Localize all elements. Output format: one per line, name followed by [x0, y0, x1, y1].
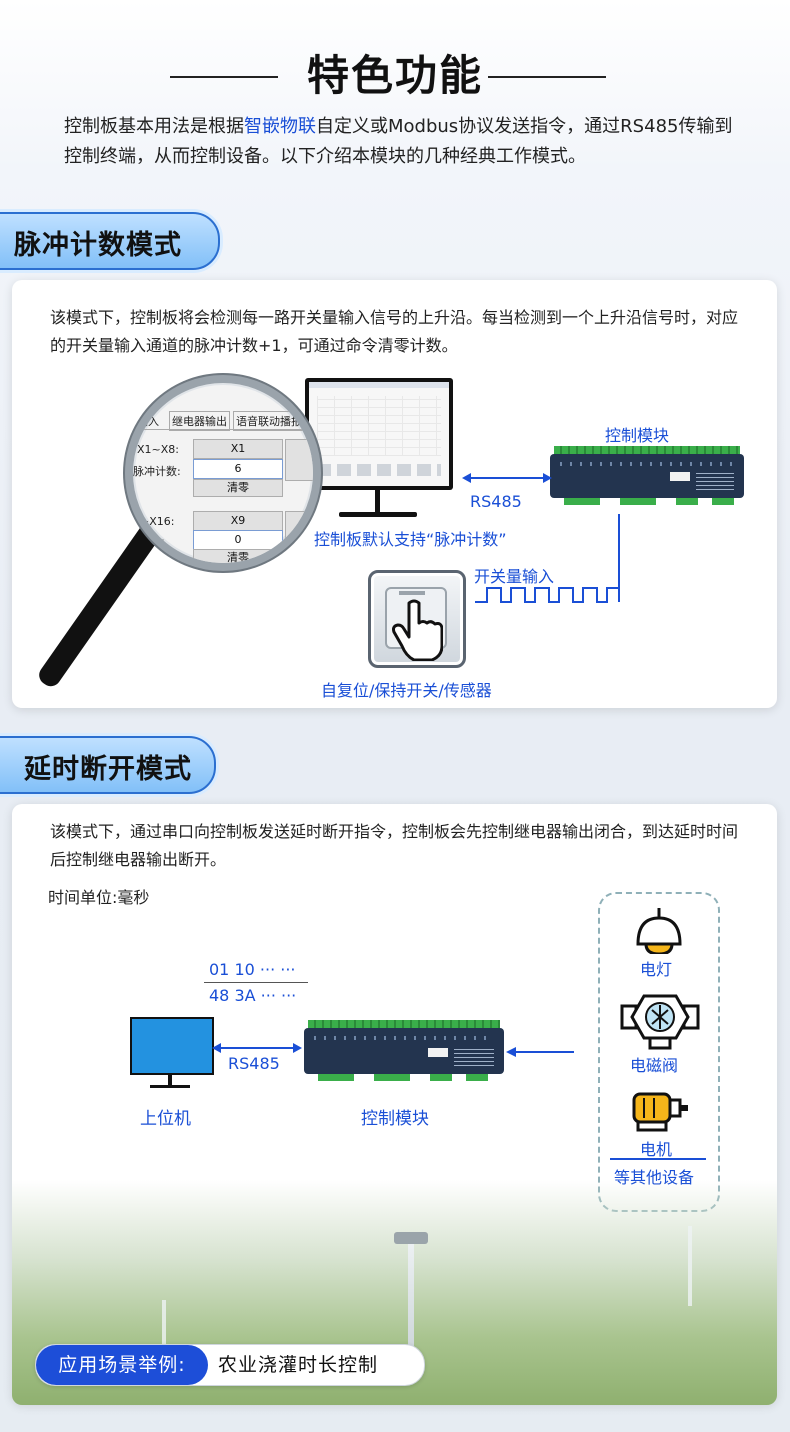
delay-rs485-arrow [212, 1043, 302, 1053]
intro-text: 控制板基本用法是根据智嵌物联自定义或Modbus协议发送指令，通过RS485传输… [64, 112, 744, 172]
command-line-1: 01 10 ··· ··· [209, 960, 296, 979]
delay-module-label: 控制模块 [361, 1109, 429, 1129]
intro-post: 自定义或Modbus协议发送指令，通过RS485传输到控制终端，从而控制设备。以… [64, 116, 733, 167]
pulse-mode-card: 该模式下，控制板将会检测每一路开关量输入信号的上升沿。每当检测到一个上升沿信号时… [12, 280, 777, 708]
switch-icon [368, 570, 466, 668]
motor-icon [632, 1092, 688, 1132]
pulse-support-label: 控制板默认支持“脉冲计数” [314, 530, 507, 549]
delay-mode-pill: 延时断开模式 [0, 736, 216, 794]
tab-voice[interactable]: 语音联动播报 [233, 411, 305, 431]
row1-count-label: 脉冲计数: [133, 465, 181, 478]
row1-channel-button[interactable]: X1 [193, 439, 283, 459]
switch-label: 自复位/保持开关/传感器 [321, 681, 492, 700]
device-motor-label: 电机 [640, 1140, 673, 1159]
monitor-stand [375, 490, 380, 514]
row2-count-label: 计数: [139, 535, 165, 548]
command-line-2: 48 3A ··· ··· [209, 986, 297, 1005]
magnifier-lens: 输入 继电器输出 语音联动播报 X1~X8: X1 脉冲计数: 6 清零 9~X… [125, 375, 321, 571]
switch-input-label: 开关量输入 [474, 567, 555, 586]
device-valve-label: 电磁阀 [630, 1056, 679, 1075]
monitor [305, 378, 453, 490]
delay-control-module [304, 1020, 504, 1090]
scene-pill: 应用场景举例: 农业浇灌时长控制 [35, 1344, 425, 1386]
pulse-mode-title: 脉冲计数模式 [14, 230, 182, 261]
intro-pre: 控制板基本用法是根据 [64, 116, 244, 137]
host-label: 上位机 [140, 1109, 191, 1129]
solenoid-valve-icon [620, 994, 700, 1050]
delay-desc: 该模式下，通过串口向控制板发送延时断开指令，控制板会先控制继电器输出闭合，到达延… [50, 822, 739, 869]
title-line-left [170, 76, 278, 78]
monitor-base [339, 512, 417, 517]
pulse-mode-pill: 脉冲计数模式 [0, 212, 220, 270]
host-computer-icon [130, 1017, 214, 1075]
switch-signal-line [475, 514, 620, 603]
lamp-icon [636, 908, 682, 954]
delay-mode-title: 延时断开模式 [24, 754, 192, 785]
delay-rs485-label: RS485 [228, 1054, 280, 1073]
scene-label: 应用场景举例: [36, 1345, 208, 1385]
tab-relay-output[interactable]: 继电器输出 [169, 411, 230, 431]
page-title: 特色功能 [306, 51, 483, 100]
row2-count-field[interactable]: 0 [193, 530, 283, 550]
scene-value: 农业浇灌时长控制 [218, 1354, 379, 1376]
device-group: 电灯 电磁阀 电机 等其他设备 [598, 892, 720, 1212]
monitor-screen [309, 382, 449, 486]
sprinkler-icon [408, 1238, 414, 1368]
pulse-control-module [550, 446, 744, 512]
pulse-desc: 该模式下，控制板将会检测每一路开关量输入信号的上升沿。每当检测到一个上升沿信号时… [50, 308, 739, 355]
row1-clear-button[interactable]: 清零 [193, 479, 283, 497]
row2-clear-button[interactable]: 清零 [193, 549, 283, 563]
pulse-module-label: 控制模块 [605, 426, 670, 445]
device-lamp-label: 电灯 [640, 960, 673, 979]
title-line-right [488, 76, 606, 78]
device-arrow [506, 1047, 574, 1057]
row2-channel-button[interactable]: X9 [193, 511, 283, 531]
pulse-rs485-label: RS485 [470, 492, 522, 511]
rs485-arrow [462, 473, 552, 483]
tab-strip: 输入 继电器输出 语音联动播报 [133, 411, 313, 431]
tab-input[interactable]: 输入 [137, 415, 159, 428]
row1-range: X1~X8: [137, 443, 179, 456]
time-unit: 时间单位:毫秒 [48, 888, 150, 907]
intro-brand: 智嵌物联 [244, 116, 316, 137]
row1-count-field[interactable]: 6 [193, 459, 283, 479]
row2-range: 9~X16: [133, 515, 175, 528]
